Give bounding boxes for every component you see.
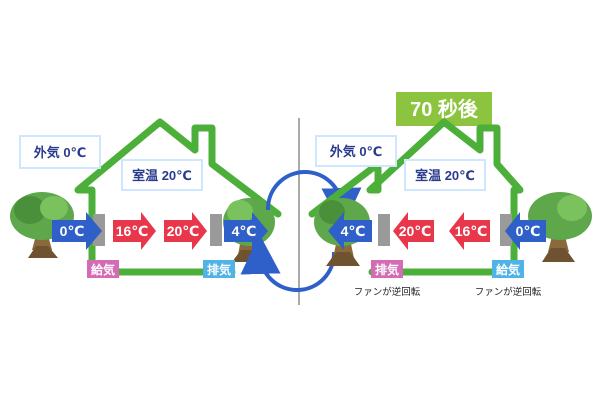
right-room-temp-box <box>404 159 486 191</box>
right-arrow-2-label: 20℃ <box>399 223 432 239</box>
right-supply-tag: 給気 <box>496 262 520 277</box>
left-supply-tag: 給気 <box>91 262 115 277</box>
left-arrow-1: 0℃ <box>52 212 102 250</box>
left-arrow-4-label: 4℃ <box>232 223 257 239</box>
right-room-temp-label: 室温 20℃ <box>415 168 475 183</box>
right-exhaust-tag-box <box>371 260 403 278</box>
right-outside-temp-label: 外気 0℃ <box>329 144 383 159</box>
left-arrow-3-label: 20℃ <box>167 223 200 239</box>
left-exhaust-tag: 排気 <box>207 262 231 277</box>
right-arrow-2: 20℃ <box>393 212 434 250</box>
right-arrow-1: 4℃ <box>328 212 372 250</box>
left-outside-temp-box <box>19 135 101 169</box>
right-arrow-3: 16℃ <box>449 212 490 250</box>
right-exhaust-vent <box>378 214 390 246</box>
timer-label: 70 秒後 <box>410 97 479 121</box>
left-exhaust-tag-box <box>203 260 235 278</box>
left-supply-tag-box <box>87 260 119 278</box>
left-exhaust-vent <box>210 214 222 246</box>
right-arrow-4-label: 0℃ <box>516 223 541 239</box>
right-exhaust-fan-note: ファンが逆回転 <box>354 286 421 298</box>
left-outside-temp-label: 外気 0℃ <box>33 145 87 160</box>
right-arrow-3-label: 16℃ <box>455 223 488 239</box>
right-supply-tag-box <box>492 260 524 278</box>
right-exhaust-tag: 排気 <box>375 262 399 277</box>
left-arrow-2: 16℃ <box>113 212 156 250</box>
left-panel: 外気 0℃ 室温 20℃ 0℃ 16℃ <box>10 118 282 278</box>
left-arrow-1-label: 0℃ <box>60 223 85 239</box>
right-outside-temp-box <box>315 135 397 167</box>
left-arrow-2-label: 16℃ <box>116 223 149 239</box>
right-supply-fan-note: ファンが逆回転 <box>475 286 542 298</box>
left-arrow-3: 20℃ <box>164 212 207 250</box>
right-panel: 70 秒後 外気 0℃ 室温 20℃ 4℃ <box>308 92 592 298</box>
left-room-temp-label: 室温 20℃ <box>132 168 192 183</box>
right-arrow-1-label: 4℃ <box>341 223 366 239</box>
right-arrow-4: 0℃ <box>505 212 546 250</box>
left-room-temp-box <box>121 159 203 191</box>
